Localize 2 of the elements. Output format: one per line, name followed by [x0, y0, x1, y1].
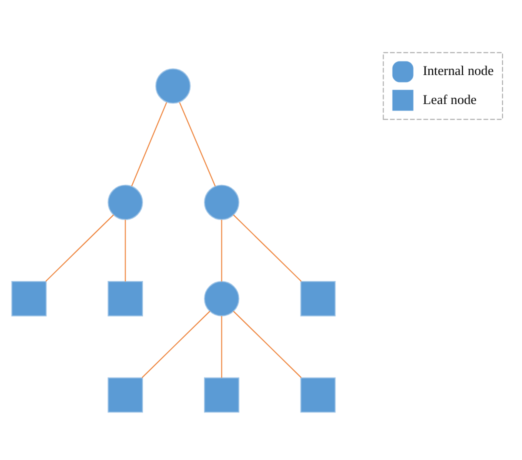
legend-label: Internal node [422, 62, 494, 78]
legend-label: Leaf node [422, 91, 477, 106]
